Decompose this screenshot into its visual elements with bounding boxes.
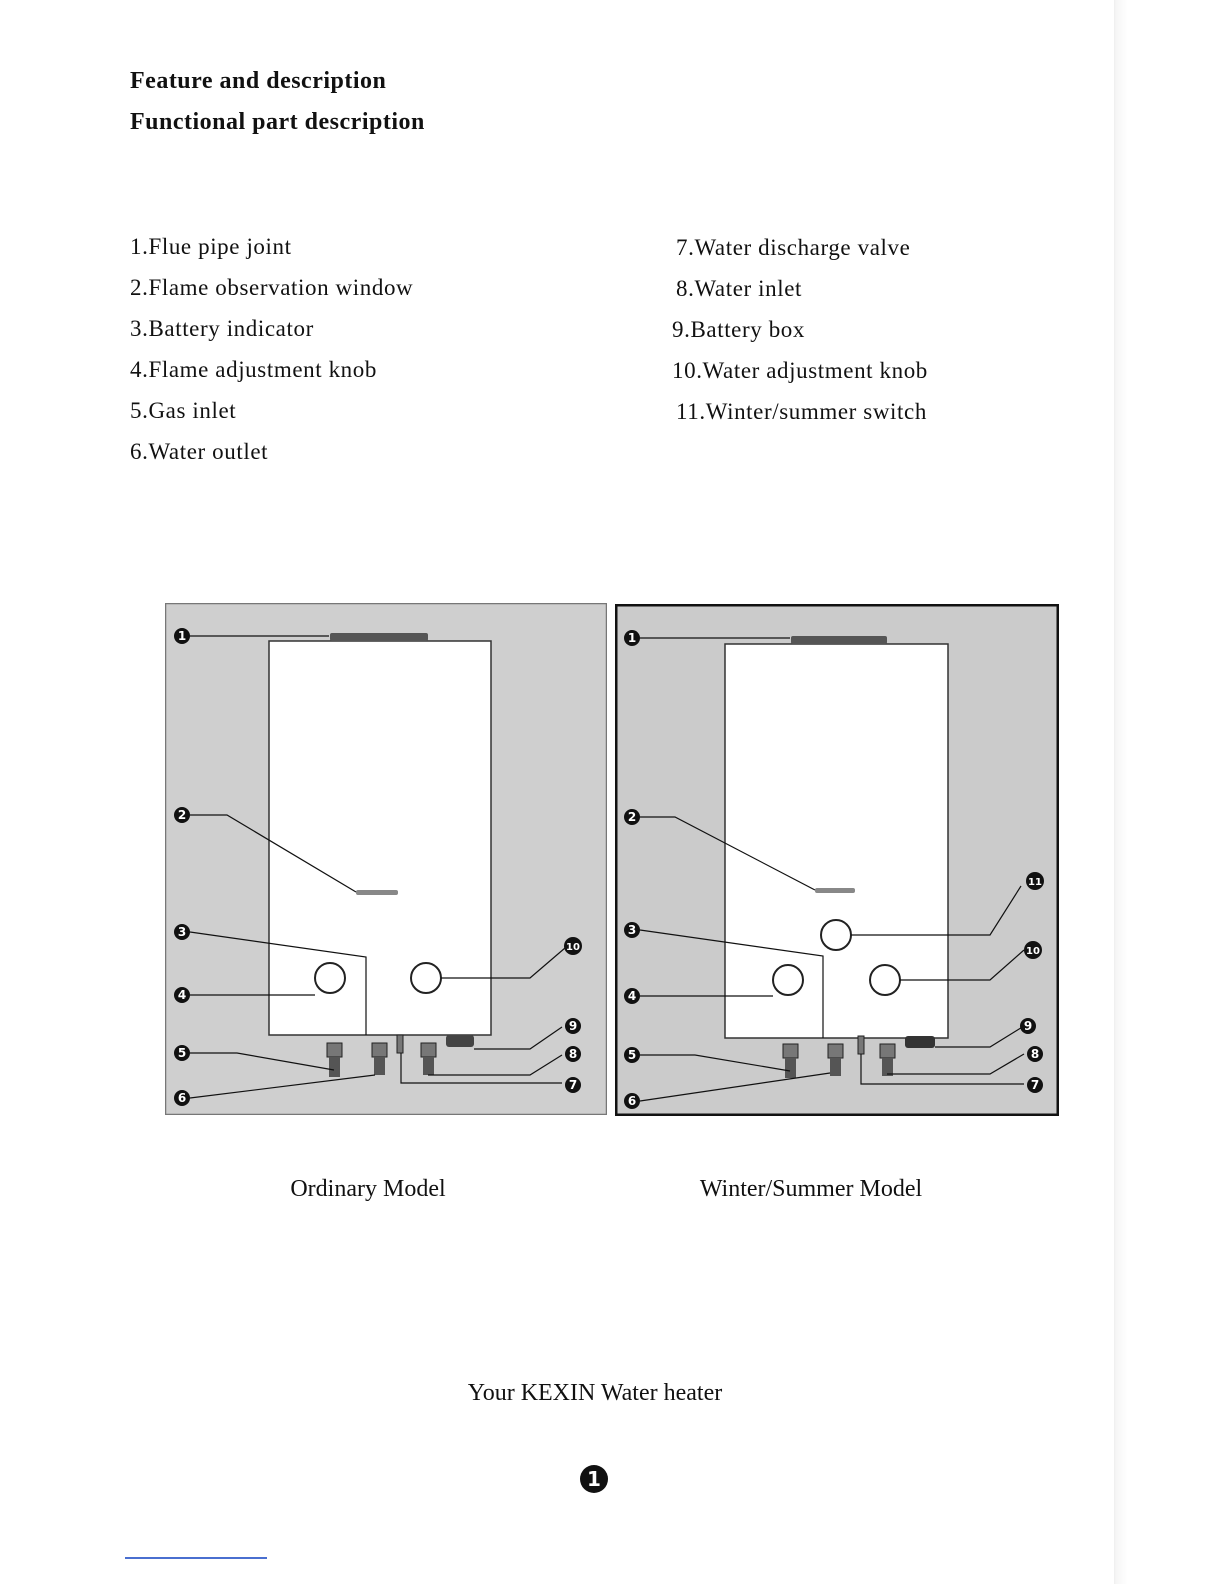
marker-3 [174, 924, 190, 940]
winter-summer-model-diagram: 1 2 3 4 5 6 7 8 9 10 11 [615, 604, 1059, 1116]
marker-2 [624, 809, 640, 825]
marker-label-4: 4 [178, 988, 186, 1002]
flame-observation-window [356, 890, 398, 895]
marker-4 [174, 987, 190, 1003]
marker-6 [174, 1090, 190, 1106]
winter-summer-switch [820, 919, 852, 951]
marker-5 [174, 1045, 190, 1061]
water-inlet-pipe [420, 1042, 437, 1075]
marker-8 [565, 1046, 581, 1062]
gas-inlet-pipe [782, 1043, 799, 1078]
heater-body [268, 640, 492, 1036]
marker-8 [1027, 1046, 1043, 1062]
water-discharge-valve [396, 1034, 404, 1054]
marker-5 [624, 1047, 640, 1063]
marker-7 [1027, 1077, 1043, 1093]
part-item-5: 5.Gas inlet [130, 398, 237, 423]
part-item-6: 6.Water outlet [130, 439, 269, 464]
part-item-3: 3.Battery indicator [130, 316, 314, 341]
subsection-heading: Functional part description [130, 109, 425, 135]
marker-4 [624, 988, 640, 1004]
caption-ordinary-model: Ordinary Model [290, 1176, 446, 1202]
marker-label-9: 9 [1024, 1019, 1032, 1033]
water-adjustment-knob [410, 962, 442, 994]
gas-inlet-pipe [326, 1042, 343, 1077]
marker-6 [624, 1093, 640, 1109]
marker-label-5: 5 [628, 1048, 636, 1062]
water-discharge-valve [857, 1035, 865, 1055]
part-item-9: 9.Battery box [672, 317, 805, 342]
water-outlet-pipe [827, 1043, 844, 1076]
marker-label-3: 3 [178, 925, 186, 939]
flame-adjustment-knob [314, 962, 346, 994]
section-heading: Feature and description [130, 68, 387, 94]
part-item-8: 8.Water inlet [676, 276, 803, 301]
flue-pipe-joint [791, 636, 887, 644]
flame-adjustment-knob [772, 964, 804, 996]
marker-label-10: 10 [1026, 946, 1040, 957]
water-adjustment-knob [869, 964, 901, 996]
marker-label-5: 5 [178, 1046, 186, 1060]
marker-label-10: 10 [566, 942, 580, 953]
heater-body [724, 643, 949, 1039]
marker-11 [1026, 872, 1044, 890]
part-item-7: 7.Water discharge valve [676, 235, 911, 260]
marker-label-8: 8 [569, 1047, 577, 1061]
ordinary-model-diagram: 1 2 3 4 5 6 7 8 9 10 [165, 603, 607, 1115]
marker-2 [174, 807, 190, 823]
marker-label-7: 7 [1031, 1078, 1039, 1092]
marker-label-8: 8 [1031, 1047, 1039, 1061]
marker-label-9: 9 [569, 1019, 577, 1033]
marker-label-4: 4 [628, 989, 636, 1003]
part-item-10: 10.Water adjustment knob [672, 358, 928, 383]
footer-title: Your KEXIN Water heater [467, 1380, 723, 1406]
marker-1 [174, 628, 190, 644]
marker-label-11: 11 [1028, 877, 1042, 888]
flame-observation-window [815, 888, 855, 893]
marker-label-1: 1 [628, 631, 636, 645]
part-item-4: 4.Flame adjustment knob [130, 357, 377, 382]
page-edge-shadow [1114, 0, 1224, 1584]
marker-label-3: 3 [628, 923, 636, 937]
bottom-link-line [125, 1557, 267, 1559]
marker-label-7: 7 [569, 1078, 577, 1092]
marker-1 [624, 630, 640, 646]
part-item-1: 1.Flue pipe joint [130, 234, 292, 259]
battery-box [905, 1036, 935, 1048]
flue-pipe-joint [330, 633, 428, 641]
part-item-11: 11.Winter/summer switch [676, 399, 927, 424]
marker-label-6: 6 [628, 1094, 636, 1108]
marker-label-2: 2 [178, 808, 186, 822]
part-item-2: 2.Flame observation window [130, 275, 414, 300]
marker-label-6: 6 [178, 1091, 186, 1105]
water-inlet-pipe [879, 1043, 896, 1076]
page-number: 1 [580, 1465, 608, 1493]
marker-10 [1024, 941, 1042, 959]
marker-label-2: 2 [628, 810, 636, 824]
marker-7 [565, 1077, 581, 1093]
marker-label-1: 1 [178, 629, 186, 643]
marker-9 [1020, 1018, 1036, 1034]
marker-9 [565, 1018, 581, 1034]
battery-box [446, 1035, 474, 1047]
marker-3 [624, 922, 640, 938]
caption-winter-summer-model: Winter/Summer Model [699, 1176, 923, 1202]
water-outlet-pipe [371, 1042, 388, 1075]
marker-10 [564, 937, 582, 955]
